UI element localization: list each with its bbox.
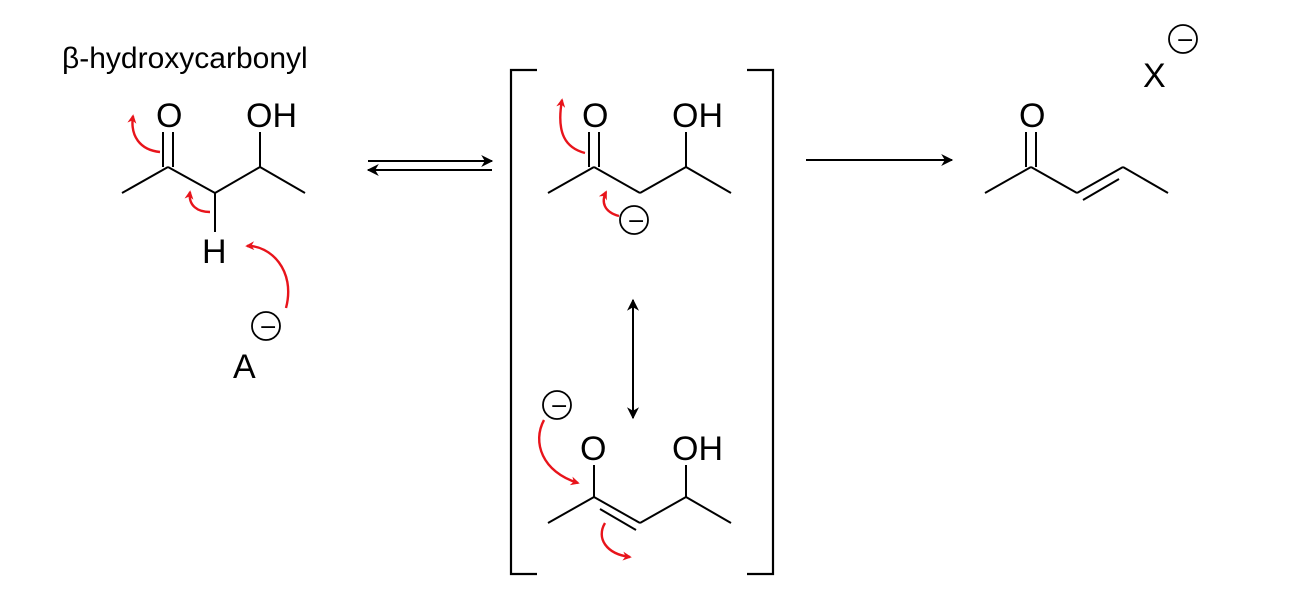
- bond-c1-c2: [121, 166, 169, 194]
- bond-c4-c5: [1122, 166, 1169, 194]
- hydroxyl-group: OH: [672, 430, 723, 468]
- alpha-hydrogen: H: [202, 233, 227, 271]
- bond-c3-c4: [639, 166, 687, 194]
- left-bracket: [509, 68, 537, 576]
- bond-c3-c4: [639, 496, 687, 524]
- scheme-title: β-hydroxycarbonyl: [62, 42, 308, 75]
- bond-c3-c4: [1076, 166, 1124, 194]
- carbonyl-oxygen: O: [156, 97, 182, 135]
- hydroxyl-group: OH: [672, 97, 723, 135]
- carbanion-charge-circle: [619, 205, 649, 235]
- bond-c4-c5: [259, 166, 306, 194]
- bond-c2-c3: [593, 496, 641, 524]
- enolate-oxygen: O: [580, 430, 606, 468]
- bond-c1-c2: [984, 166, 1032, 194]
- arrow-cc-pi-out: [600, 522, 632, 561]
- bond-c1-c2: [547, 496, 595, 524]
- arrow-oxyanion-to-co: [538, 419, 580, 486]
- base-atom: A: [233, 348, 256, 386]
- bond-c1-c2: [547, 166, 595, 194]
- leaving-group-negative-charge: −: [1176, 28, 1194, 53]
- bond-c2-c3-double: [599, 508, 637, 531]
- base-negative-charge: −: [259, 315, 277, 340]
- right-bracket: [747, 68, 775, 576]
- hydroxyl-group: OH: [246, 97, 297, 135]
- arrow-co-to-oxygen: [127, 114, 161, 154]
- arrow-carbanion-to-cc: [598, 190, 620, 218]
- beta-hydroxycarbonyl-molecule: O OH H: [121, 97, 306, 271]
- leaving-group-charge-circle: [1168, 24, 1198, 54]
- enone-product: O: [984, 97, 1169, 201]
- leaving-group-atom: X: [1143, 57, 1166, 95]
- arrow-co-to-oxygen-2: [556, 98, 586, 155]
- bond-c3-c4: [214, 166, 261, 194]
- carbanion-negative-charge: −: [627, 209, 645, 234]
- oxyanion-charge-circle: [542, 390, 572, 420]
- enolate-oxyanion-form: O OH −: [542, 390, 732, 531]
- oxyanion-negative-charge: −: [550, 394, 568, 419]
- bond-c4-c5: [685, 166, 732, 194]
- bond-c2-c3: [167, 166, 216, 194]
- bond-c2-c3: [1030, 166, 1078, 194]
- leaving-group: X −: [1143, 24, 1198, 95]
- carbonyl-oxygen: O: [582, 97, 608, 135]
- bond-c3-c4-double: [1082, 178, 1120, 201]
- arrow-ch-bond-to-cc: [184, 190, 211, 214]
- base-anion: A −: [233, 311, 281, 386]
- arrow-base-to-hydrogen: [245, 241, 290, 309]
- base-charge-circle: [251, 311, 281, 341]
- enolate-carbanion-form: O OH −: [547, 97, 732, 235]
- bond-c4-c5: [685, 496, 732, 524]
- carbonyl-oxygen: O: [1019, 97, 1045, 135]
- bond-c2-c3: [593, 166, 641, 194]
